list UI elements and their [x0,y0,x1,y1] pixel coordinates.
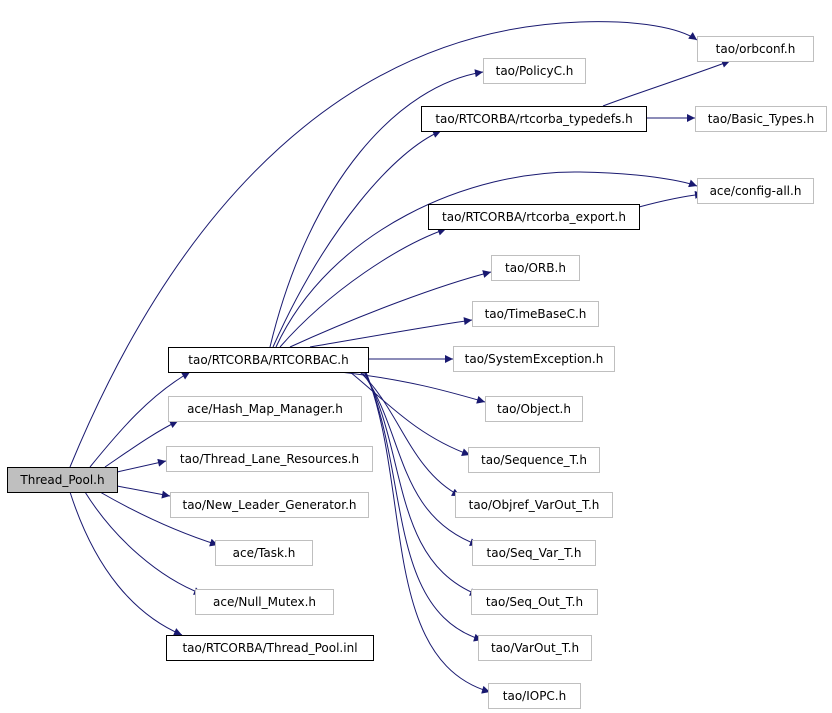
node-label: tao/TimeBaseC.h [485,307,587,321]
node-rtcorbac[interactable]: tao/RTCORBA/RTCORBAC.h [168,347,369,373]
node-thread-lane: tao/Thread_Lane_Resources.h [166,446,373,472]
edge-thread_pool-to-task [99,491,219,547]
node-label: tao/Object.h [497,402,571,416]
node-box [215,540,313,566]
edge-rtcorbac-to-seq_var [361,371,479,547]
node-label: tao/orbconf.h [716,42,796,56]
edge-typedefs-to-orbconf [602,60,731,107]
node-iopc: tao/IOPC.h [488,683,581,709]
node-thread-pool-inl[interactable]: tao/RTCORBA/Thread_Pool.inl [166,635,374,661]
edge-export-to-config_all [638,190,704,208]
node-label: ace/Task.h [233,546,296,560]
node-label: tao/RTCORBA/rtcorba_export.h [442,210,626,224]
edge-rtcorbac-to-iopc [365,371,491,694]
node-label: tao/RTCORBA/Thread_Pool.inl [182,641,357,655]
node-label: tao/IOPC.h [503,689,566,703]
node-box [166,446,373,472]
edge-rtcorbac-to-seq_out [363,371,479,596]
node-label: Thread_Pool.h [19,473,104,487]
node-seq-var: tao/Seq_Var_T.h [472,540,596,566]
node-null-mutex: ace/Null_Mutex.h [195,589,334,615]
node-config-all: ace/config-all.h [697,178,814,204]
edge-layer [69,21,731,694]
node-label: tao/Seq_Out_T.h [486,595,583,609]
node-label: tao/ORB.h [505,261,566,275]
node-box [453,346,615,372]
edge-thread_pool-to-new_leader [116,485,171,499]
node-box [170,492,369,518]
node-label: tao/VarOut_T.h [491,641,579,655]
node-label: tao/Seq_Var_T.h [487,546,582,560]
edge-rtcorbac-to-sequence [349,371,471,457]
node-thread-pool: Thread_Pool.h [7,467,118,493]
edge-thread_pool-to-thread_pool_inl [69,491,183,636]
node-box [491,255,580,281]
node-box [472,540,596,566]
node-seq-out: tao/Seq_Out_T.h [471,589,598,615]
node-orbconf: tao/orbconf.h [697,36,814,62]
node-orb: tao/ORB.h [491,255,580,281]
node-box [483,58,586,84]
node-box [697,36,814,62]
node-label: ace/Hash_Map_Manager.h [187,402,343,416]
node-box [478,635,592,661]
node-label: tao/SystemException.h [465,352,604,366]
edge-thread_pool-to-null_mutex [84,491,203,595]
node-label: tao/RTCORBA/RTCORBAC.h [188,353,348,367]
edge-thread_pool-to-orbconf [69,21,698,468]
edge-rtcorbac-to-orb [289,270,492,348]
node-box [421,106,647,132]
edge-rtcorbac-to-policyc [269,69,484,348]
node-box [488,683,581,709]
node-label: tao/Basic_Types.h [708,112,814,126]
node-box [168,396,362,422]
node-sysexc: tao/SystemException.h [453,346,615,372]
node-label: tao/Thread_Lane_Resources.h [180,452,359,466]
node-box [7,467,118,493]
node-varout: tao/VarOut_T.h [478,635,592,661]
node-task: ace/Task.h [215,540,313,566]
node-box [695,106,827,132]
node-box [195,589,334,615]
edge-thread_pool-to-rtcorbac [89,371,191,468]
node-box [468,447,600,473]
node-object: tao/Object.h [485,396,583,422]
node-label: tao/New_Leader_Generator.h [182,498,356,512]
node-box [168,347,369,373]
node-policyc: tao/PolicyC.h [483,58,586,84]
node-box [455,492,613,518]
node-box [472,301,599,327]
node-box [166,635,374,661]
node-hash-map: ace/Hash_Map_Manager.h [168,396,362,422]
node-label: tao/Sequence_T.h [481,453,587,467]
node-box [697,178,814,204]
node-box [428,204,640,230]
edge-rtcorbac-to-config_all [275,171,698,348]
node-timebase: tao/TimeBaseC.h [472,301,599,327]
node-box [485,396,583,422]
edge-thread_pool-to-hash_map [104,420,179,468]
node-label: tao/RTCORBA/rtcorba_typedefs.h [435,112,632,126]
node-basic-types: tao/Basic_Types.h [695,106,827,132]
node-new-leader: tao/New_Leader_Generator.h [170,492,369,518]
node-typedefs[interactable]: tao/RTCORBA/rtcorba_typedefs.h [421,106,647,132]
node-layer: Thread_Pool.h tao/RTCORBA/RTCORBAC.h ace/H… [7,36,827,709]
node-box [471,589,598,615]
node-label: ace/Null_Mutex.h [213,595,316,609]
edge-rtcorbac-to-objref [359,371,461,497]
edge-rtcorbac-to-typedefs [272,130,442,348]
edge-rtcorbac-to-timebase [309,317,473,348]
node-label: tao/Objref_VarOut_T.h [469,498,600,512]
node-label: tao/PolicyC.h [496,64,574,78]
node-sequence: tao/Sequence_T.h [468,447,600,473]
edge-rtcorbac-to-varout [364,371,483,642]
edge-rtcorbac-to-export [279,227,447,348]
edge-thread_pool-to-thread_lane [116,458,167,473]
node-objref: tao/Objref_VarOut_T.h [455,492,613,518]
node-label: ace/config-all.h [710,184,802,198]
node-export[interactable]: tao/RTCORBA/rtcorba_export.h [428,204,640,230]
